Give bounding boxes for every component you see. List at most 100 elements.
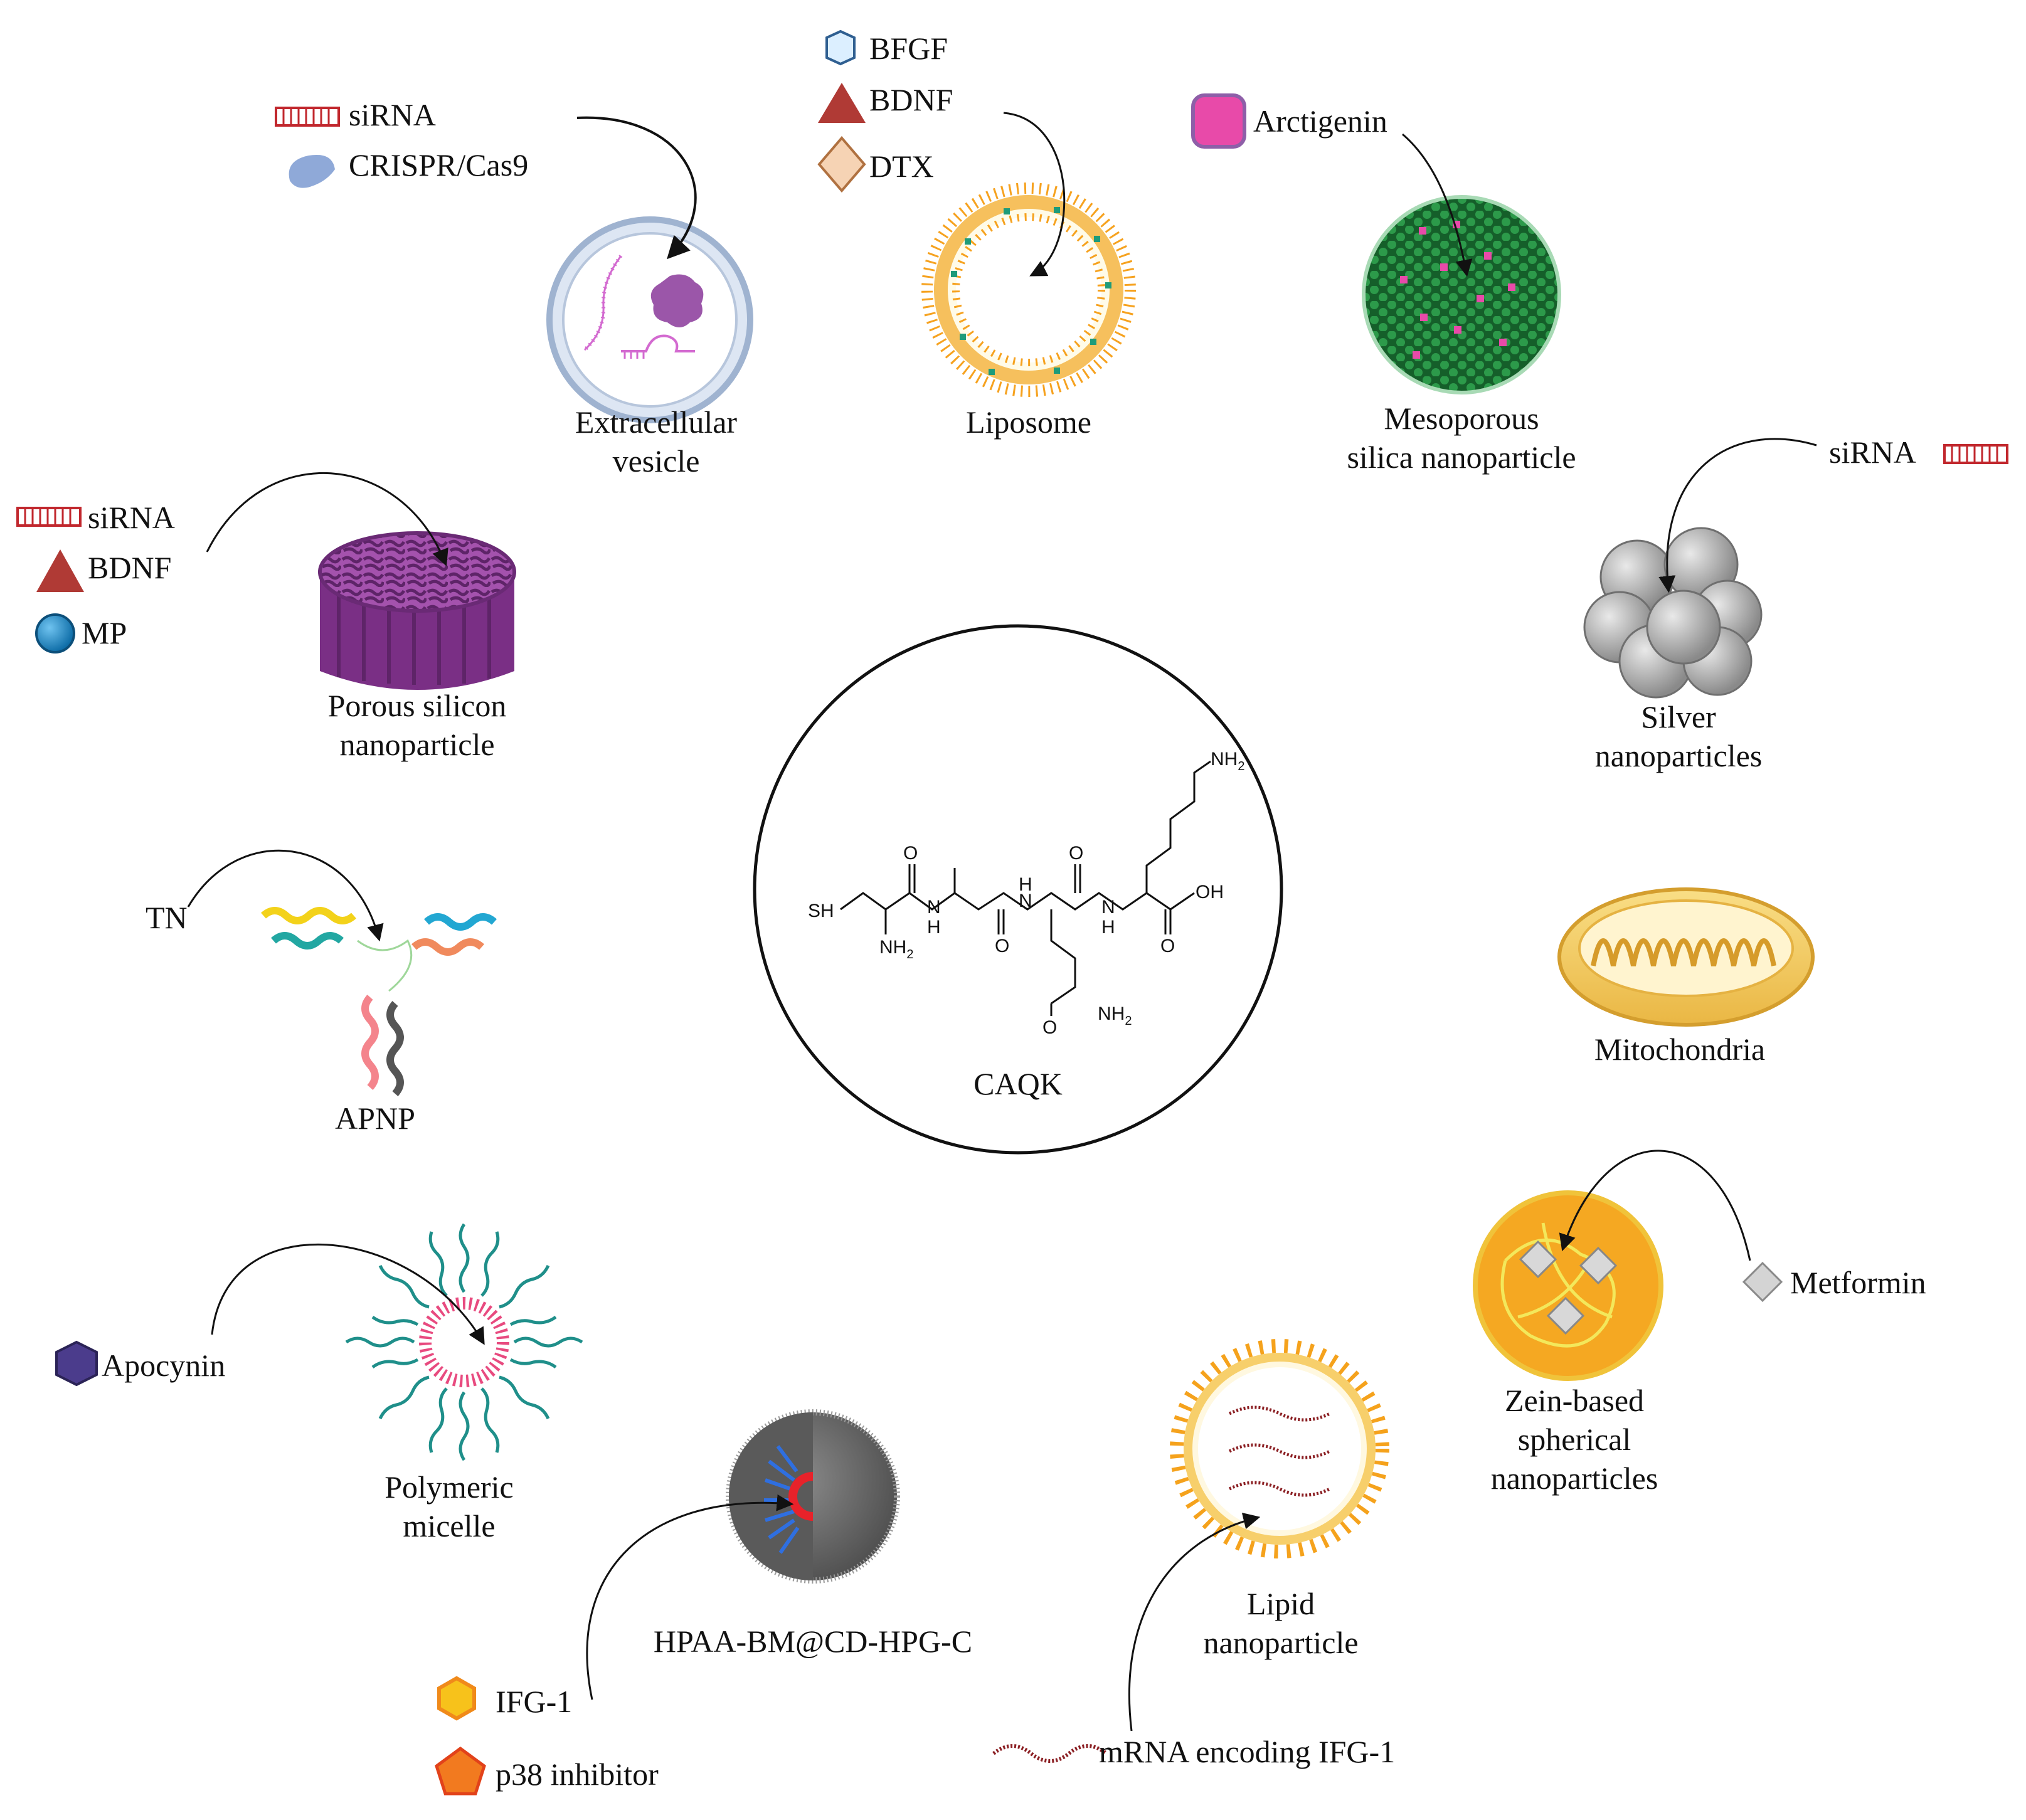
- ifg-icon: [437, 1676, 476, 1721]
- cargo-label-apocynin: Apocynin: [102, 1348, 225, 1383]
- arrow-liposome: [1003, 112, 1066, 277]
- caqk-center: SH NH2 O N H O H N O N H O OH O NH2 NH2 …: [753, 624, 1283, 1155]
- liposome-group: BFGF BDNF DTX Liposome: [817, 29, 1136, 440]
- carrier-label-psi-l2: nanoparticle: [339, 727, 494, 762]
- atom-nh2-2: NH2: [1098, 1003, 1132, 1028]
- carrier-label-ev-l1: Extracellular: [575, 405, 738, 440]
- carrier-label-ev-l2: vesicle: [613, 443, 700, 479]
- atom-h-2: H: [1019, 874, 1032, 895]
- atom-o-5: O: [1042, 1017, 1057, 1038]
- porous-silicon-group: siRNA BDNF MP Porous silicon nanoparticl…: [16, 472, 516, 762]
- silica-sphere: [1362, 195, 1561, 394]
- zein-cargo: [1519, 1240, 1618, 1335]
- atom-nh2-3: NH2: [1211, 749, 1244, 773]
- cargo-label-sirna-ev: siRNA: [349, 97, 436, 132]
- carrier-label-mito: Mitochondria: [1594, 1032, 1765, 1067]
- lipid-np-group: Lipid nanoparticle mRNA encoding IFG-1: [992, 1339, 1395, 1769]
- liposome-cargo-dots: [951, 207, 1111, 375]
- metformin-icon: [1742, 1261, 1783, 1303]
- atom-n-2: N: [1019, 891, 1032, 911]
- cargo-label-mrna: mRNA encoding IFG-1: [1099, 1734, 1395, 1769]
- cargo-label-arctigenin: Arctigenin: [1253, 103, 1387, 139]
- bfgf-icon: [825, 29, 856, 66]
- cargo-label-p38: p38 inhibitor: [496, 1757, 659, 1792]
- hpaa-core-half: [729, 1412, 813, 1580]
- cargo-label-bdnf-lipo: BDNF: [869, 82, 953, 117]
- cargo-label-bdnf-psi: BDNF: [88, 550, 171, 585]
- cargo-label-mp: MP: [82, 615, 127, 650]
- arrow-hpaa: [586, 1494, 794, 1700]
- arrow-ev: [576, 116, 697, 260]
- cargo-label-bfgf: BFGF: [869, 31, 948, 66]
- micelle-structure: [345, 1223, 583, 1461]
- arrow-micelle: [211, 1243, 485, 1345]
- porous-cylinder-top: [318, 531, 516, 613]
- atom-n-3: N: [1101, 897, 1115, 918]
- carrier-label-silver-l2: nanoparticles: [1595, 738, 1763, 773]
- atom-o-2: O: [995, 936, 1009, 956]
- arrow-apnp: [187, 849, 384, 942]
- apocynin-icon: [55, 1340, 98, 1387]
- carrier-label-msn-l2: silica nanoparticle: [1347, 440, 1576, 475]
- carrier-label-micelle-l1: Polymeric: [385, 1469, 514, 1505]
- sirna-icon-silver: [1943, 444, 2008, 464]
- carrier-label-psi-l1: Porous silicon: [328, 688, 507, 723]
- carrier-label-zein-l2: spherical: [1518, 1422, 1631, 1457]
- center-label: CAQK: [973, 1066, 1063, 1101]
- carrier-label-zein-l1: Zein-based: [1505, 1383, 1644, 1418]
- silver-cluster: [1583, 527, 1763, 699]
- cargo-label-sirna-psi: siRNA: [88, 500, 175, 535]
- cargo-label-tn: TN: [146, 900, 188, 935]
- atom-h-1: H: [927, 917, 941, 938]
- p38-icon: [435, 1746, 486, 1796]
- center-circle: [753, 624, 1283, 1155]
- mitochondria-group: Mitochondria: [1557, 887, 1815, 1067]
- carrier-label-liposome: Liposome: [966, 405, 1091, 440]
- arrow-lipid: [1128, 1512, 1261, 1732]
- lipid-outer: [1170, 1339, 1389, 1558]
- carrier-label-hpaa: HPAA-BM@CD-HPG-C: [654, 1624, 972, 1659]
- cas9-icon: [289, 154, 335, 188]
- caqk-structure: [840, 760, 1211, 1016]
- apnp-group: TN APNP: [146, 849, 497, 1136]
- sirna-icon: [275, 107, 340, 127]
- hpaa-group: HPAA-BM@CD-HPG-C IFG-1 p38 inhibitor: [435, 1409, 972, 1796]
- arctigenin-icon: [1191, 93, 1246, 149]
- gln-sidechain: [1050, 909, 1076, 1005]
- liposome-outer: [921, 183, 1136, 397]
- extracellular-vesicle-group: siRNA CRISPR/Cas9 Extracellular vesicle: [275, 97, 753, 479]
- carrier-label-lipid-l1: Lipid: [1247, 1586, 1315, 1621]
- silver-group: siRNA Silver nanoparticles: [1583, 435, 2008, 773]
- mp-icon: [35, 613, 75, 653]
- arrow-silver: [1658, 438, 1817, 593]
- lipid-inner: [1198, 1367, 1361, 1530]
- mito-cristae: [1591, 938, 1776, 966]
- carrier-label-msn-l1: Mesoporous: [1384, 401, 1539, 436]
- liposome-inner: [952, 213, 1105, 366]
- atom-oh: OH: [1196, 882, 1224, 902]
- backbone-bonds: [840, 892, 1195, 911]
- carrier-label-micelle-l2: micelle: [403, 1508, 495, 1543]
- carrier-label-lipid-l2: nanoparticle: [1203, 1625, 1358, 1660]
- atom-sh: SH: [808, 901, 834, 921]
- mesoporous-silica-group: Arctigenin Mesoporous silica nanoparticl…: [1191, 93, 1576, 475]
- bdnf-icon-psi: [36, 549, 84, 592]
- vesicle-inner: [562, 232, 738, 408]
- atom-n-1: N: [927, 897, 941, 918]
- arrow-zein: [1559, 1150, 1751, 1261]
- bdnf-icon: [818, 83, 866, 123]
- atom-o-3: O: [1069, 843, 1083, 864]
- cargo-label-ifg: IFG-1: [496, 1684, 572, 1719]
- arrow-msn: [1402, 133, 1473, 277]
- micelle-group: Apocynin Polym: [55, 1223, 583, 1543]
- zein-group: Metformin Zein-based spherical nanoparti…: [1473, 1150, 1926, 1496]
- carrier-label-zein-l3: nanoparticles: [1491, 1461, 1658, 1496]
- cargo-label-crispr: CRISPR/Cas9: [349, 147, 528, 183]
- apnp-structure: [261, 907, 497, 1096]
- carrier-label-silver-l1: Silver: [1641, 699, 1716, 734]
- caqk-atoms: SH NH2 O N H O H N O N H O OH O NH2 NH2: [808, 749, 1244, 1038]
- mito-inner: [1578, 899, 1794, 997]
- sirna-icon-psi: [16, 507, 82, 527]
- cargo-label-metformin: Metformin: [1790, 1265, 1926, 1300]
